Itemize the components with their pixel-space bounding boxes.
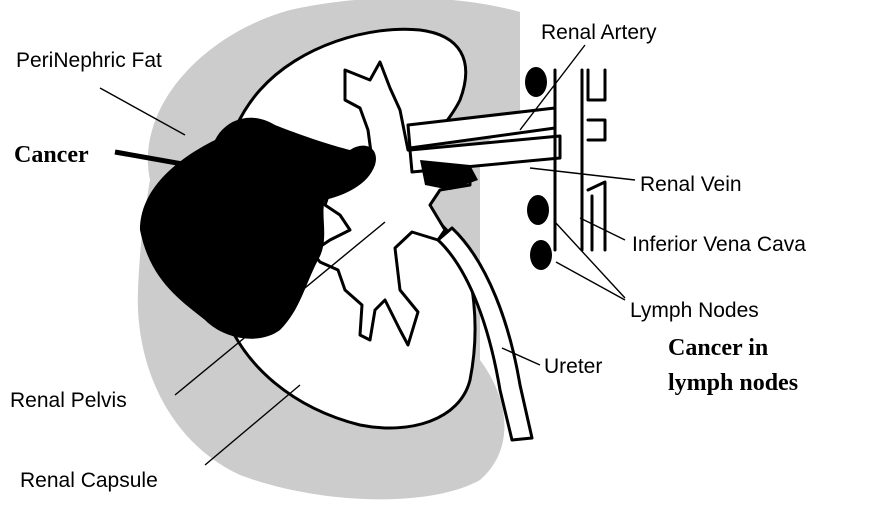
lymph-node-2 [527, 195, 549, 225]
label-cancer: Cancer [14, 142, 89, 168]
leader-vena-cava [580, 218, 625, 240]
label-perinephric-fat: PeriNephric Fat [16, 49, 162, 72]
label-ureter: Ureter [544, 355, 602, 378]
label-renal-vein: Renal Vein [640, 173, 742, 196]
label-cancer-in-lymph-nodes-line1: Cancer in [668, 335, 768, 361]
label-inferior-vena-cava: Inferior Vena Cava [632, 233, 806, 256]
vena-cava-column [555, 70, 605, 250]
label-lymph-nodes: Lymph Nodes [630, 299, 759, 322]
lymph-node-3 [530, 240, 552, 270]
label-renal-artery: Renal Artery [541, 21, 657, 44]
label-cancer-in-lymph-nodes-line2: lymph nodes [668, 370, 798, 396]
lymph-node-1 [525, 67, 547, 97]
leader-lymph-node-a [555, 222, 625, 298]
label-renal-pelvis: Renal Pelvis [10, 389, 127, 412]
label-renal-capsule: Renal Capsule [20, 469, 158, 492]
leader-lymph-node-b [556, 262, 625, 300]
